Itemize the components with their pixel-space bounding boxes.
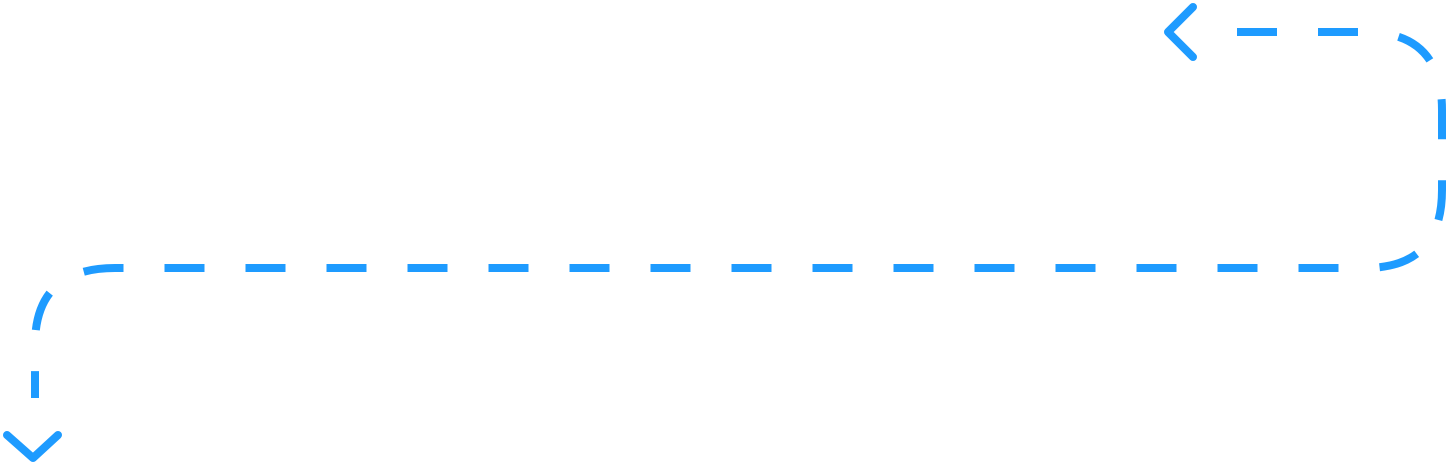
chevron-left-icon bbox=[1164, 3, 1197, 61]
dashed-connector-path bbox=[31, 28, 1446, 398]
chevron-down-icon bbox=[3, 431, 62, 462]
